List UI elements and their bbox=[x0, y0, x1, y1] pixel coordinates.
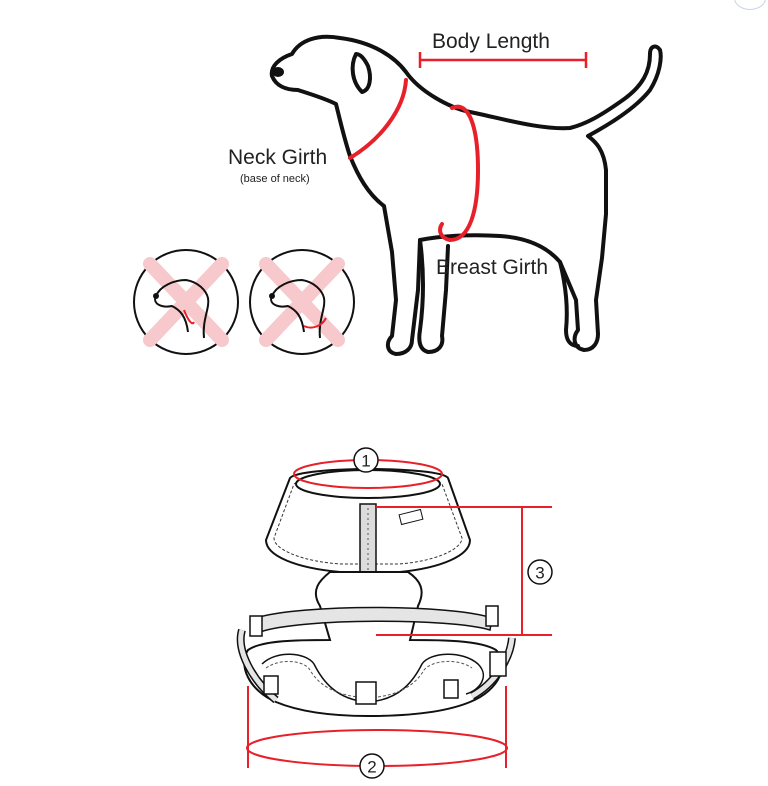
harness-measure-1: 1 bbox=[293, 447, 443, 489]
marker-3-label: 3 bbox=[535, 564, 544, 583]
wrong-neck-position-icon bbox=[249, 249, 355, 355]
harness-measure-2: 2 bbox=[246, 686, 508, 779]
breast-girth-label: Breast Girth bbox=[436, 256, 548, 279]
neck-girth-ring bbox=[348, 78, 408, 160]
body-length-measure bbox=[418, 52, 588, 68]
dog-nose bbox=[272, 67, 284, 77]
dog-outline bbox=[269, 34, 663, 356]
harness-illustration bbox=[236, 468, 516, 718]
marker-1-label: 1 bbox=[361, 452, 370, 471]
body-length-label: Body Length bbox=[432, 30, 550, 53]
neck-girth-note: (base of neck) bbox=[240, 173, 310, 185]
harness-measure-3: 3 bbox=[376, 506, 553, 636]
neck-girth-label: Neck Girth bbox=[228, 146, 327, 169]
wrong-neck-position-icon bbox=[133, 249, 239, 355]
breast-girth-ring bbox=[438, 104, 481, 243]
marker-2-label: 2 bbox=[367, 758, 376, 777]
